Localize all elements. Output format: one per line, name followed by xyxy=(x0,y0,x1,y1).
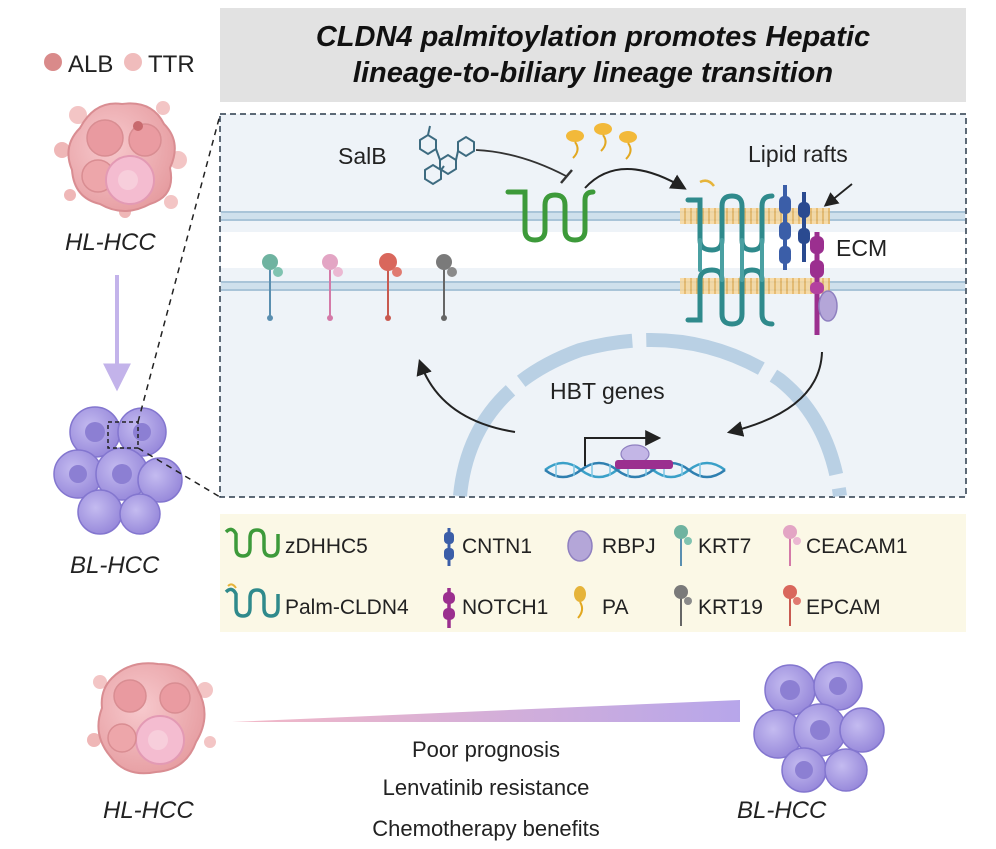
lipid-rafts-label: Lipid rafts xyxy=(748,141,848,167)
outcome-chemotherapy-benefits: Chemotherapy benefits xyxy=(372,816,599,841)
zoom-line-top xyxy=(137,114,221,423)
alb-marker-icon xyxy=(44,53,62,71)
legend-pa-label: PA xyxy=(602,596,628,619)
legend-epcam-icon xyxy=(783,585,801,626)
salb-label: SalB xyxy=(338,143,387,169)
legend-cntn1-icon xyxy=(444,528,454,566)
nucleus-envelope xyxy=(453,333,847,497)
krt19-marker-icon xyxy=(436,254,457,321)
ttr-marker-icon xyxy=(124,53,142,71)
lipid-raft-bottom xyxy=(680,278,830,294)
bl-hcc-left-label: BL-HCC xyxy=(70,552,160,579)
legend-ceacam1-icon xyxy=(783,525,801,566)
hl-hcc-bottom-label: HL-HCC xyxy=(103,797,194,824)
ceacam1-marker-icon xyxy=(322,254,343,321)
zoom-line-bottom xyxy=(137,447,221,498)
legend-rbpj-icon xyxy=(567,530,593,562)
zdhhc5-protein-icon xyxy=(505,189,596,243)
hl-hcc-cluster-icon xyxy=(54,101,187,218)
krt7-marker-icon xyxy=(262,254,283,321)
legend-krt7-icon xyxy=(674,525,692,566)
lipid-rafts-arrow xyxy=(823,183,853,207)
ecm-label: ECM xyxy=(836,235,887,261)
notch1-icd-icon xyxy=(615,460,673,469)
title-line-2: lineage-to-biliary lineage transition xyxy=(352,57,834,89)
zoom-region-box xyxy=(107,421,139,449)
notch1-protein-icon xyxy=(810,232,824,335)
bl-hcc-bottom-cluster-icon xyxy=(753,661,885,793)
legend-palm-cldn4-label: Palm-CLDN4 xyxy=(285,596,409,619)
legend-krt19-label: KRT19 xyxy=(698,596,763,619)
pa-cluster-icon xyxy=(566,123,637,160)
legend-epcam-label: EPCAM xyxy=(806,596,881,619)
epcam-marker-icon xyxy=(379,253,402,321)
legend-krt7-label: KRT7 xyxy=(698,535,751,558)
palm-cldn4-protein-icon xyxy=(685,193,775,327)
ttr-label: TTR xyxy=(148,51,195,78)
legend-panel xyxy=(220,514,966,632)
alb-label: ALB xyxy=(68,51,113,78)
outcome-lenvatinib-resistance: Lenvatinib resistance xyxy=(383,775,590,800)
membrane-band-bottom xyxy=(221,282,965,290)
legend-notch1-icon xyxy=(443,588,455,628)
legend-krt19-icon xyxy=(674,585,692,626)
inhibition-line xyxy=(475,149,567,177)
cntn1-protein-icon xyxy=(779,185,810,270)
cycle-arrow-left xyxy=(416,358,516,433)
hl-hcc-top-label: HL-HCC xyxy=(65,229,156,256)
legend-cntn1-label: CNTN1 xyxy=(462,535,532,558)
bl-hcc-bottom-label: BL-HCC xyxy=(737,797,827,824)
legend-zdhhc5-icon xyxy=(224,527,280,558)
legend-rbpj-label: RBPJ xyxy=(602,535,656,558)
title-line-1: CLDN4 palmitoylation promotes Hepatic xyxy=(315,21,871,53)
legend-palm-cldn4-icon xyxy=(224,587,280,618)
outcome-poor-prognosis: Poor prognosis xyxy=(412,737,560,762)
legend-notch1-label: NOTCH1 xyxy=(462,596,548,619)
lipid-raft-top xyxy=(680,208,830,224)
transcription-arrow xyxy=(584,430,662,466)
hbt-genes-label: HBT genes xyxy=(550,378,665,404)
activation-arrow xyxy=(584,168,687,190)
legend-zdhhc5-label: zDHHC5 xyxy=(285,535,368,558)
bl-hcc-cluster-icon xyxy=(53,406,183,535)
transition-gradient-wedge xyxy=(232,700,740,722)
intermembrane-space xyxy=(221,232,965,268)
hl-hcc-bottom-cluster-icon xyxy=(87,662,216,775)
legend-pa-icon xyxy=(574,586,586,619)
title-banner: CLDN4 palmitoylation promotes Hepatic li… xyxy=(220,8,966,102)
mechanism-panel xyxy=(219,113,967,498)
legend-ceacam1-label: CEACAM1 xyxy=(806,535,908,558)
cycle-arrow-right xyxy=(726,351,823,437)
rbpj-protein-icon xyxy=(818,290,838,322)
pa-attached-icon xyxy=(699,179,715,187)
salb-molecule-icon xyxy=(419,125,475,186)
membrane-band-top xyxy=(221,212,965,220)
